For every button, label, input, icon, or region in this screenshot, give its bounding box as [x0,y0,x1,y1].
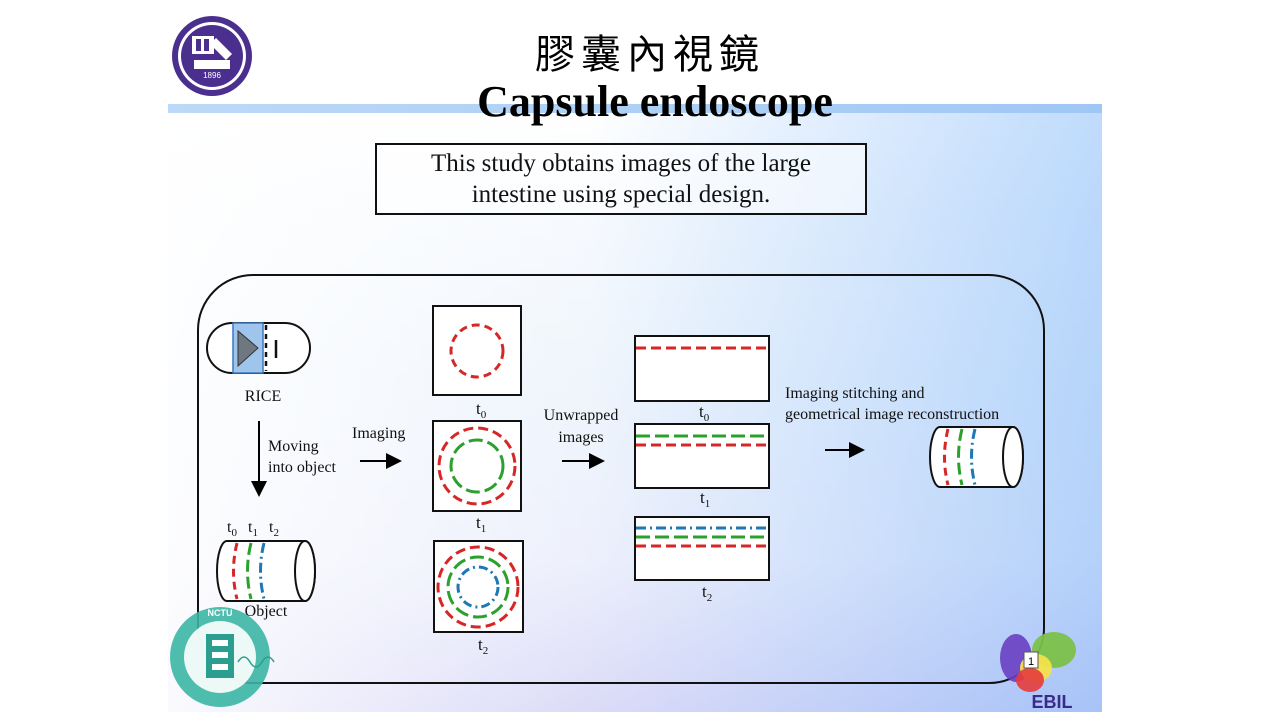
object-t1-label: t [248,519,253,536]
square-image-t1 [432,420,522,512]
svg-text:t1: t1 [248,519,258,539]
title-underline-stripe [168,104,1102,113]
moving-label-line-2: into object [268,459,337,476]
seal-year-text: 1896 [203,71,221,80]
ebil-logo-text: EBIL [1031,692,1072,712]
unwrapped-t1-sub: 1 [705,498,711,510]
moving-label-line-1: Moving [268,438,319,455]
rice-label: RICE [245,388,281,405]
unwrapped-image-t2 [634,516,770,581]
description-box: This study obtains images of the large i… [375,143,867,215]
object-t0-sub: 0 [231,527,237,539]
stitching-label-line-2: geometrical image reconstruction [785,406,999,423]
unwrapped-label-line-1: Unwrapped [544,407,619,424]
capsule-rice-icon [206,322,311,374]
stitching-label-line-1: Imaging stitching and [785,385,925,402]
page-title-chinese: 膠囊內視鏡 [535,32,765,78]
diagram-frame [197,274,1045,684]
dept-abbr-text: NCTU [208,608,233,618]
description-line-2: intestine using special design. [471,181,771,208]
svg-text:t0: t0 [476,399,487,421]
square-image-t0 [432,305,522,396]
university-seal-logo: 1896 [172,16,252,96]
square-t0-sub: 0 [481,409,487,421]
unwrapped-t2-label: t [702,582,707,601]
object-t2-sub: 2 [273,527,279,539]
page-title-english: Capsule endoscope [477,77,833,126]
unwrapped-label-line-2: images [558,429,603,446]
imaging-label: Imaging [352,425,405,442]
unwrapped-image-t1 [634,423,770,489]
object-t0-label: t [227,519,232,536]
square-t1-sub: 1 [481,523,487,535]
square-t2-sub: 2 [483,645,489,657]
svg-text:t2: t2 [478,635,488,657]
square-t0-label: t [476,399,481,418]
unwrapped-t0-sub: 0 [704,412,710,424]
ebil-lab-logo: 1 EBIL [1000,632,1076,712]
unwrapped-image-t0 [634,335,770,402]
svg-text:t2: t2 [269,519,279,539]
reconstructed-cylinder [929,426,1024,488]
object-time-labels: t0 t1 t2 [227,519,279,539]
page-number: 1 [1028,656,1034,668]
unwrapped-t2-sub: 2 [707,592,713,604]
object-cylinder [216,540,316,602]
unwrapped-t1-label: t [700,488,705,507]
svg-text:t1: t1 [476,513,486,535]
svg-text:t0: t0 [227,519,237,539]
svg-text:t0: t0 [699,402,710,424]
square-t2-label: t [478,635,483,654]
object-label: Object [245,603,288,620]
object-t1-sub: 1 [252,527,258,539]
object-t2-label: t [269,519,274,536]
unwrapped-t0-label: t [699,402,704,421]
svg-text:t2: t2 [702,582,712,604]
department-logo: NCTU [170,607,275,707]
square-t1-label: t [476,513,481,532]
svg-text:t1: t1 [700,488,710,510]
square-image-t2 [433,540,524,633]
description-line-1: This study obtains images of the large [430,150,812,177]
